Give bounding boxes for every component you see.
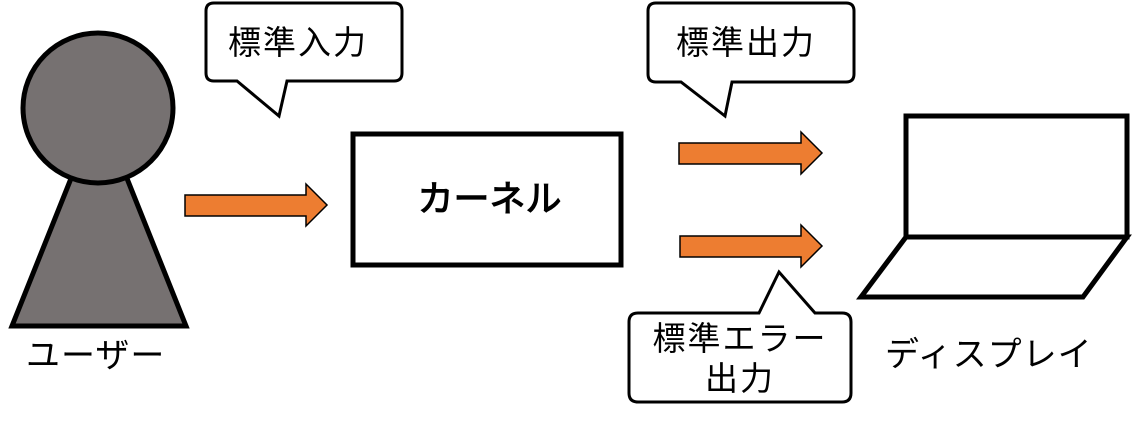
arrow-user-to-kernel — [184, 182, 329, 228]
user-label: ユーザー — [26, 336, 166, 376]
arrow-stdout — [678, 130, 824, 176]
laptop-icon — [856, 113, 1132, 300]
kernel-label: カーネル — [417, 179, 562, 220]
callout-stderr-label-line2: 出力 — [705, 359, 775, 398]
display-label: ディスプレイ — [885, 335, 1093, 375]
arrow-stderr — [679, 223, 824, 269]
callout-stdout-label: 標準出力 — [676, 23, 816, 62]
kernel-box — [350, 131, 624, 268]
callout-stdin-shape — [204, 1, 404, 119]
callout-stdin-label: 標準入力 — [228, 23, 368, 62]
callout-stderr-label-line1: 標準エラー — [652, 319, 828, 358]
callout-stdout-shape — [646, 1, 856, 119]
callout-stderr-shape — [627, 269, 853, 404]
person-icon — [8, 30, 190, 329]
